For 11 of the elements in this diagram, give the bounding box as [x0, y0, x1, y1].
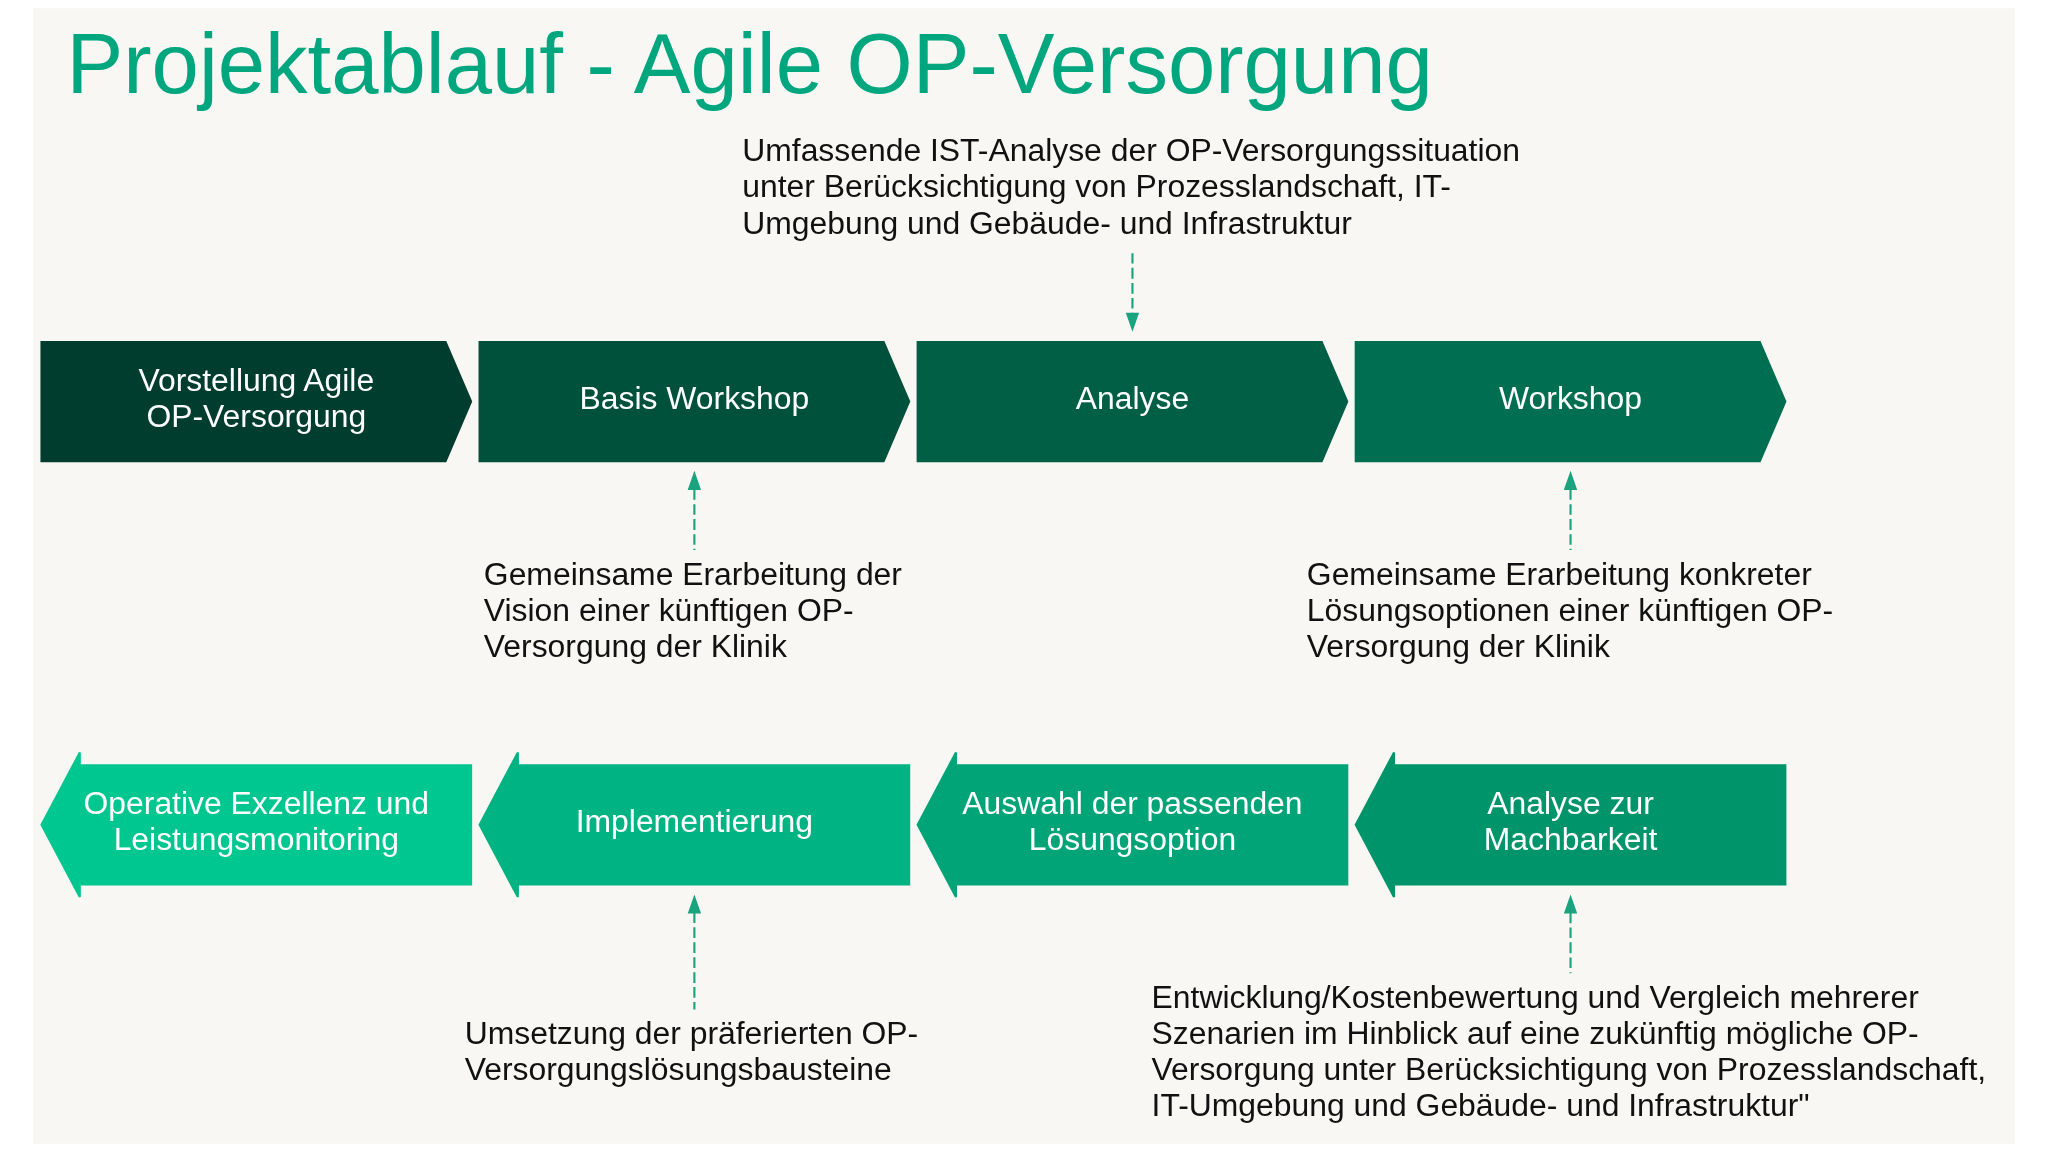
arrow — [1563, 470, 1578, 550]
arrow — [1125, 253, 1140, 332]
arrow — [687, 470, 702, 550]
arrow — [1563, 894, 1578, 974]
node-text: Umsetzung der präferierten OP-Versorgungslösungsbausteine — [464, 1014, 919, 1088]
node-text: Umfassende IST-Analyse der OP-Versorgungssituation unter Berücksichtigung von Prozesslandschaft, IT-Umgebung und Gebäude- und Infrastruktur — [742, 132, 1521, 241]
diagram-title: Projektablauf - Agile OP-Versorgung — [66, 16, 1433, 112]
arrow — [687, 894, 702, 1010]
node-text: Gemeinsame Erarbeitung der Vision einer künftigen OP-Versorgung der Klinik — [483, 555, 902, 664]
node-text: Gemeinsame Erarbeitung konkreter Lösungsoptionen einer künftigen OP-Versorgung der Klinik — [1306, 555, 1834, 664]
node-text: Entwicklung/Kostenbewertung und Vergleich mehrerer Szenarien im Hinblick auf eine zukünftig mögliche OP-Versorgung unter Berücksichtigung von Prozesslandschaft, IT-Umgebung und Gebäude- und Infrastruktur" — [1151, 978, 1987, 1124]
